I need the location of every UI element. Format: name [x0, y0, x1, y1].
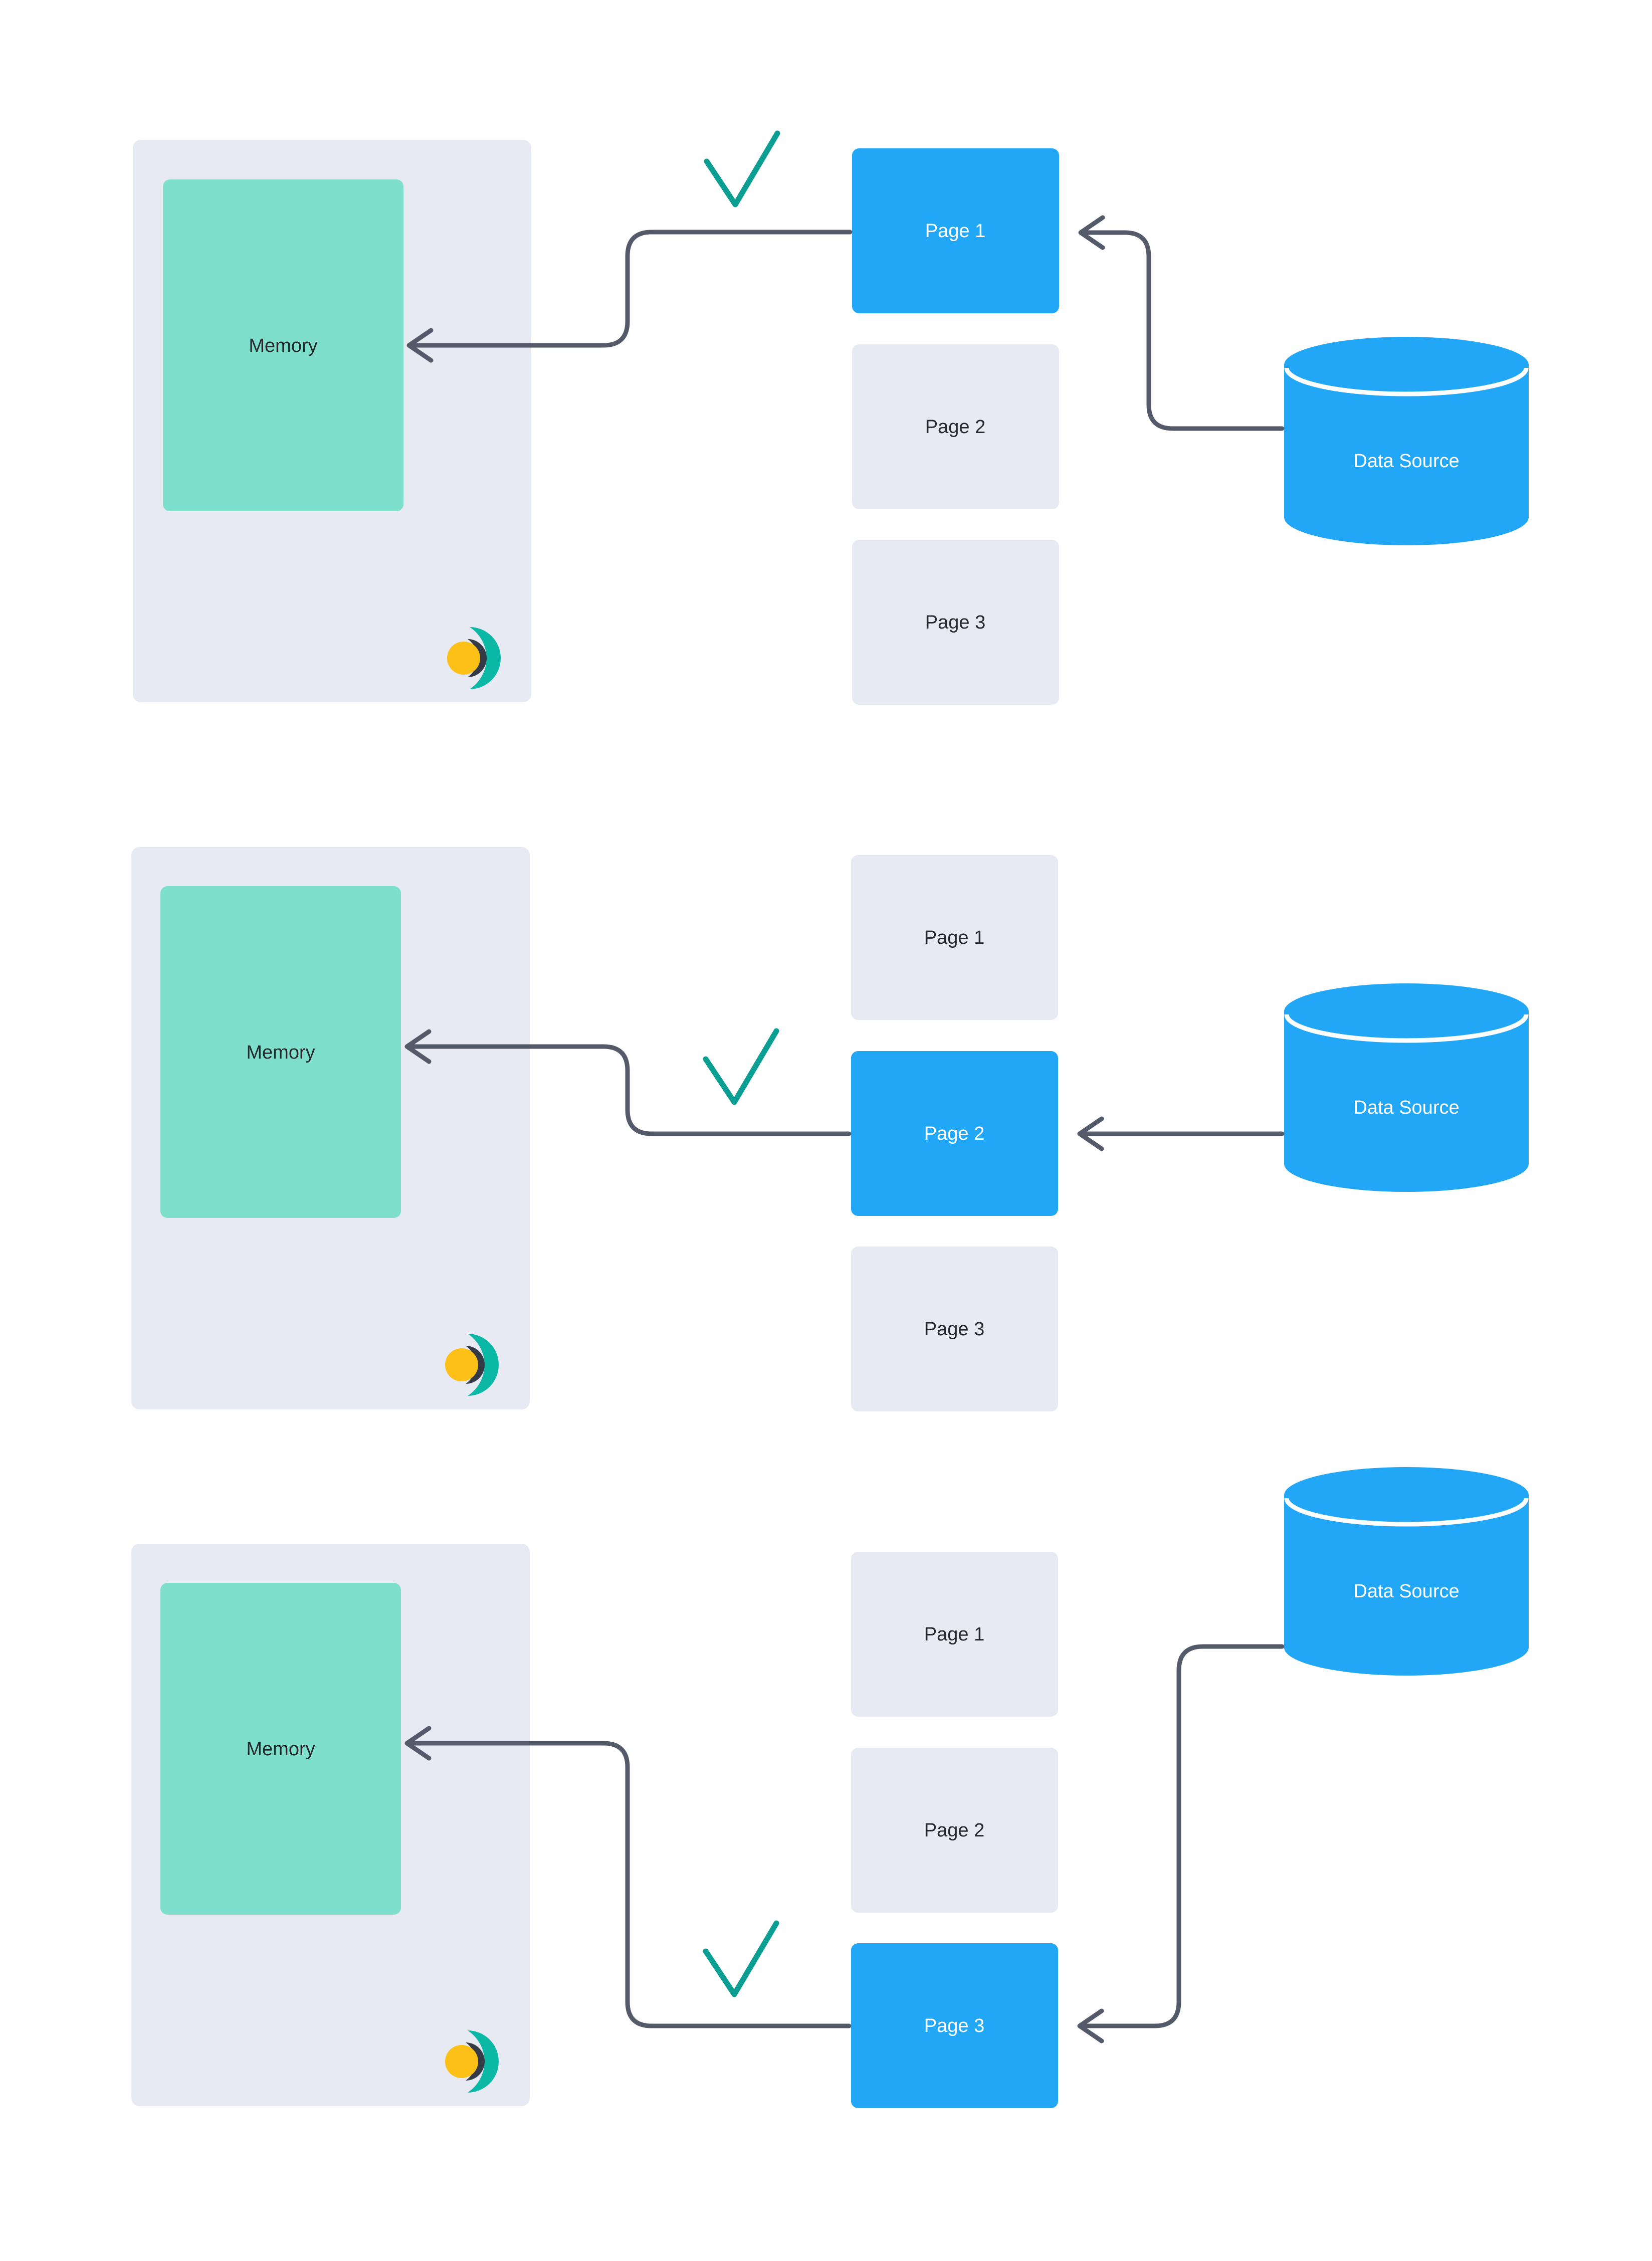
page-box-1-2[interactable]: [852, 344, 1059, 509]
memory-label-3: Memory: [246, 1739, 315, 1760]
step-panel-2: Memory Page 1 Page 2 Page 3 Data Source: [131, 847, 1529, 1411]
page-box-1-1[interactable]: [852, 148, 1059, 313]
page-box-3-2[interactable]: [851, 1748, 1058, 1913]
arrow-left-icon-1a: [406, 328, 434, 363]
arrow-left-icon-2b: [1077, 1116, 1104, 1151]
page-box-2-3[interactable]: [851, 1247, 1058, 1411]
arrow-left-icon-3a: [404, 1726, 432, 1761]
page-label-2-2: Page 2: [924, 1123, 984, 1144]
page-box-2-2[interactable]: [851, 1051, 1058, 1216]
page-box-3-3[interactable]: [851, 1943, 1058, 2108]
data-source-label-2: Data Source: [1353, 1097, 1459, 1118]
connector-page-to-memory-1: [408, 230, 853, 348]
data-source-label-3: Data Source: [1353, 1581, 1459, 1602]
data-source-cylinder-1: [1284, 337, 1529, 545]
arrow-left-icon-2a: [404, 1029, 432, 1064]
page-label-3-1: Page 1: [924, 1624, 984, 1645]
step-panel-3: Memory Page 1 Page 2 Page 3 Data Source: [131, 1467, 1529, 2108]
step-panel-1: Memory Page 1 Page 2 Page 3 Data Source: [133, 130, 1529, 705]
check-icon-1: [704, 130, 780, 208]
arrow-left-icon-1b: [1078, 215, 1105, 250]
connector-source-to-page-1: [1080, 230, 1285, 431]
page-box-2-1[interactable]: [851, 855, 1058, 1020]
memory-box-3: [160, 1583, 401, 1915]
page-label-2-1: Page 1: [924, 927, 984, 948]
connector-source-to-page-3: [1079, 1644, 1285, 2028]
memory-label-2: Memory: [246, 1042, 315, 1063]
page-label-3-3: Page 3: [924, 2015, 984, 2036]
page-label-1-2: Page 2: [925, 417, 985, 438]
data-source-label-1: Data Source: [1353, 451, 1459, 472]
data-source-cylinder-2: [1284, 983, 1529, 1192]
page-box-1-3[interactable]: [852, 540, 1059, 705]
page-label-1-1: Page 1: [925, 221, 985, 242]
check-icon-2: [703, 1028, 779, 1105]
arrow-left-icon-3b: [1077, 2008, 1104, 2043]
memory-box-2: [160, 886, 401, 1218]
data-source-cylinder-3: [1284, 1467, 1529, 1676]
connector-page-to-memory-3: [406, 1741, 852, 2028]
page-label-2-3: Page 3: [924, 1319, 984, 1340]
memory-label-1: Memory: [249, 335, 317, 356]
page-label-3-2: Page 2: [924, 1820, 984, 1841]
check-icon-3: [703, 1920, 779, 1997]
page-box-3-1[interactable]: [851, 1552, 1058, 1717]
connector-page-to-memory-2: [406, 1044, 852, 1136]
page-label-1-3: Page 3: [925, 612, 985, 633]
memory-box-1: [163, 179, 403, 511]
